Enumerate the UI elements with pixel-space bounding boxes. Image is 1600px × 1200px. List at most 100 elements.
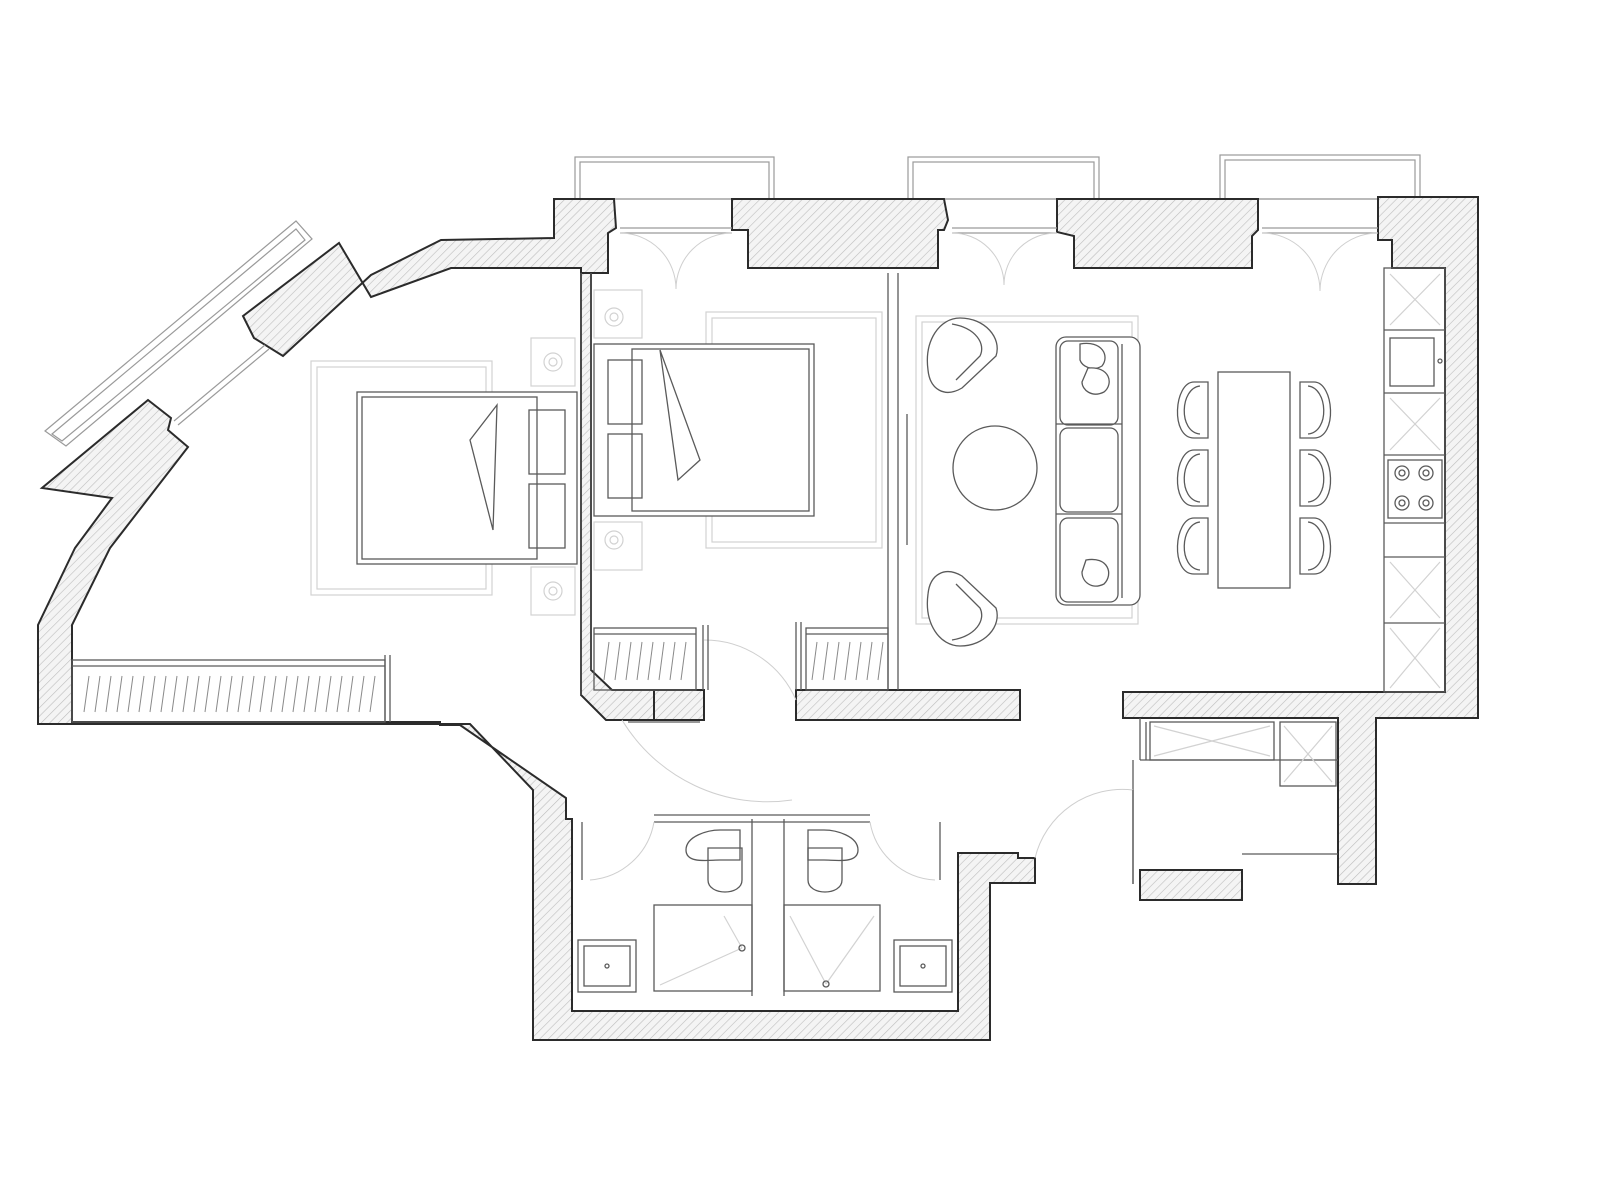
nightstand — [530, 566, 576, 616]
kitchen — [1383, 267, 1446, 693]
entry — [1145, 721, 1337, 787]
dining-chair — [1176, 449, 1209, 507]
wardrobe-hangers — [603, 641, 884, 681]
hanger — [325, 675, 332, 713]
wardrobe — [71, 659, 386, 723]
armchair — [926, 571, 998, 647]
hanger — [855, 641, 862, 681]
hanger — [182, 675, 189, 713]
built-in-storage — [1279, 721, 1337, 787]
bedroom-2 — [593, 289, 889, 691]
dining-chair — [1299, 449, 1332, 507]
dining-chair — [1299, 381, 1332, 439]
cooktop — [1387, 459, 1443, 519]
round-coffee-table — [952, 425, 1038, 511]
hanger — [336, 675, 343, 713]
hanger — [204, 675, 211, 713]
washbasin — [577, 939, 637, 993]
hanger — [160, 675, 167, 713]
partition-hall-1 — [795, 689, 1021, 721]
hanger — [105, 675, 112, 713]
double-bed — [593, 343, 815, 517]
hanger — [625, 641, 632, 681]
hanger — [614, 641, 621, 681]
windows — [173, 227, 1379, 426]
dining-chair — [1176, 381, 1209, 439]
hanger — [369, 675, 376, 713]
outer-wall-southwest — [37, 398, 1036, 1041]
hanger — [237, 675, 244, 713]
cushion — [1081, 367, 1110, 395]
partition-hall-2 — [1139, 869, 1243, 901]
shower — [653, 904, 753, 992]
hanger — [226, 675, 233, 713]
balconies — [44, 154, 1421, 447]
bathroom-2 — [783, 829, 953, 993]
cushion — [1079, 342, 1106, 370]
outer-wall-northeast — [1122, 196, 1479, 885]
hanger — [358, 675, 365, 713]
dining-chair-back — [1183, 453, 1201, 503]
sofa — [1055, 336, 1141, 606]
living-room — [906, 315, 1141, 647]
pillow — [528, 409, 566, 475]
dining-chair — [1299, 517, 1332, 575]
dining-chair-back — [1183, 521, 1201, 571]
hanger — [636, 641, 643, 681]
dining-chair-back — [1307, 521, 1325, 571]
hanger — [877, 641, 884, 681]
hanger — [281, 675, 288, 713]
dining-chair-back — [1307, 385, 1325, 435]
toilet — [707, 847, 743, 893]
hanger — [270, 675, 277, 713]
dining-chair — [1176, 517, 1209, 575]
nightstand — [593, 521, 643, 571]
hanger — [603, 641, 610, 681]
cushion — [1081, 558, 1110, 587]
hanger — [303, 675, 310, 713]
walls — [37, 196, 1479, 1041]
sink — [1389, 337, 1435, 387]
wardrobe — [593, 627, 697, 691]
hanger — [866, 641, 873, 681]
hanger — [680, 641, 687, 681]
dining-chairs — [1176, 381, 1332, 575]
hanger — [844, 641, 851, 681]
dining-table — [1217, 371, 1291, 589]
hanger — [347, 675, 354, 713]
hanger — [215, 675, 222, 713]
hanger — [658, 641, 665, 681]
nightstand — [530, 337, 576, 387]
partition-wardrobe — [653, 689, 705, 721]
built-in-storage — [1149, 721, 1275, 761]
interior-walls — [580, 273, 1338, 996]
hanger — [171, 675, 178, 713]
hanger — [314, 675, 321, 713]
armchair — [926, 317, 998, 393]
dining-chair-back — [1307, 453, 1325, 503]
hanger — [83, 675, 90, 713]
shower — [783, 904, 881, 992]
hanger — [116, 675, 123, 713]
wardrobe-hangers — [83, 675, 376, 713]
pillow — [607, 359, 643, 425]
hanger — [94, 675, 101, 713]
hanger — [811, 641, 818, 681]
door-swings — [581, 625, 1134, 884]
toilet — [807, 847, 843, 893]
pillow — [607, 433, 643, 499]
hanger — [248, 675, 255, 713]
hanger — [138, 675, 145, 713]
bedroom-1 — [71, 337, 578, 723]
cabinet-run — [1383, 267, 1446, 693]
hanger — [822, 641, 829, 681]
dining-chair-back — [1183, 385, 1201, 435]
pier-2 — [1056, 198, 1259, 269]
nightstand — [593, 289, 643, 339]
hanger — [669, 641, 676, 681]
hanger — [127, 675, 134, 713]
hanger — [833, 641, 840, 681]
bathroom-1 — [577, 829, 753, 993]
hanger — [647, 641, 654, 681]
